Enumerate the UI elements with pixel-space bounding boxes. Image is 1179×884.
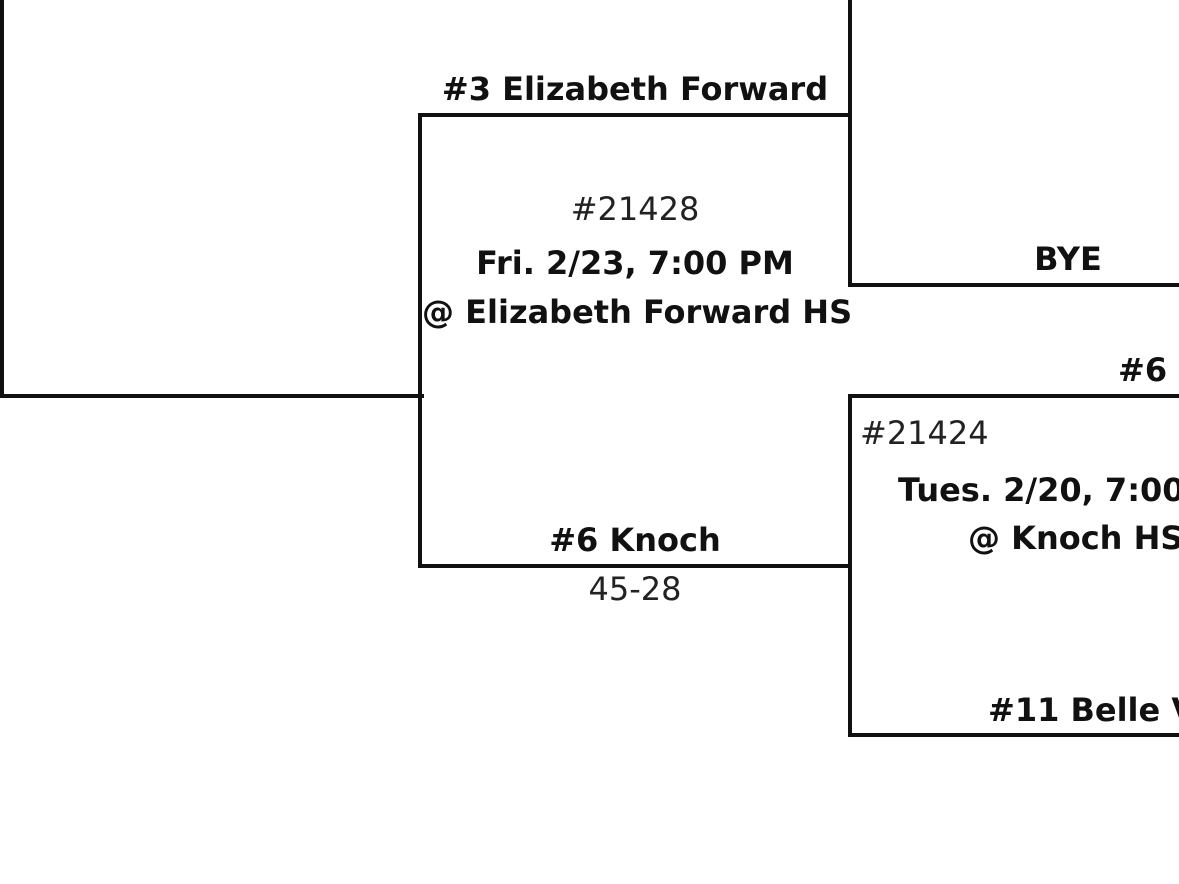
- right-game-id: #21424: [860, 414, 989, 452]
- game-datetime: Fri. 2/23, 7:00 PM: [476, 244, 794, 282]
- match-top-line: [418, 113, 852, 117]
- team-top-label: #3 Elizabeth Forward: [441, 70, 829, 108]
- game-score: 45-28: [588, 570, 682, 608]
- left-horizontal-line: [0, 394, 424, 398]
- match-bottom-line: [418, 564, 852, 568]
- right-team-top-label: #6 I: [1118, 351, 1179, 389]
- match-left-line: [418, 113, 422, 568]
- left-vertical-line: [0, 0, 4, 398]
- right-game-venue: @ Knoch HS: [968, 519, 1179, 557]
- game-id: #21428: [570, 190, 700, 228]
- right-team-bottom-label: #11 Belle V: [988, 691, 1179, 729]
- team-bottom-label: #6 Knoch: [549, 521, 721, 559]
- right-game-datetime: Tues. 2/20, 7:00: [898, 471, 1179, 509]
- right-match-top-line: [848, 394, 1179, 398]
- game-venue: @ Elizabeth Forward HS: [422, 293, 853, 331]
- right-upper-vertical-line: [848, 0, 852, 287]
- bye-label: BYE: [1034, 240, 1102, 278]
- right-match-bottom-line: [848, 733, 1179, 737]
- bye-line: [848, 283, 1179, 287]
- right-match-left-line: [848, 394, 852, 737]
